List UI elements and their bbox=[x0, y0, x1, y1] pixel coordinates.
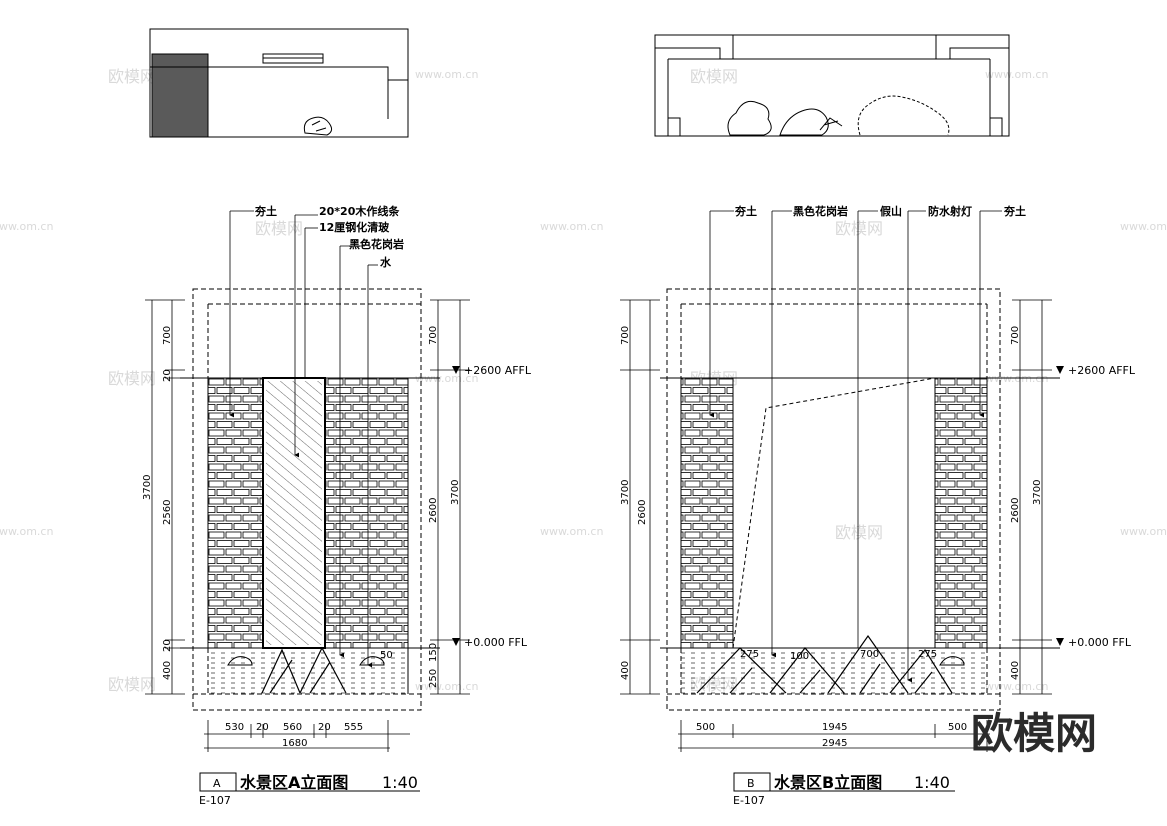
watermark-layer: 欧模网 www.om.cn 欧模网 www.om.cn www.om.cn 欧模… bbox=[0, 67, 1167, 694]
badge-sheet-b: E-107 bbox=[733, 794, 765, 807]
watermark-logo: 欧模网 bbox=[255, 219, 303, 238]
dim-upper-gap: 20 bbox=[162, 369, 173, 382]
watermark-url: www.om.cn bbox=[0, 525, 53, 538]
dim-b-top: 700 bbox=[620, 326, 631, 345]
watermark-logo: 欧模网 bbox=[835, 523, 883, 542]
callout-b-2: 假山 bbox=[880, 204, 902, 218]
callout-b-3: 防水射灯 bbox=[928, 204, 972, 218]
watermark-logo: 欧模网 bbox=[108, 67, 156, 86]
base-label-1: 100 bbox=[790, 651, 809, 662]
key-plan-a bbox=[149, 28, 409, 138]
watermark-url: www.om.cn bbox=[985, 680, 1048, 693]
watermark-url: www.om.cn bbox=[415, 372, 478, 385]
badge-letter-a: A bbox=[213, 777, 221, 790]
callout-a-1: 20*20木作线条 bbox=[319, 204, 400, 218]
scale-b: 1:40 bbox=[914, 773, 950, 792]
elevation-b bbox=[660, 288, 1060, 711]
dim-b-middle: 2600 bbox=[637, 500, 648, 525]
dim-r-base-b: 250 bbox=[428, 669, 439, 688]
dim-lower-gap: 20 bbox=[162, 639, 173, 652]
watermark-url: www.om.cn bbox=[415, 680, 478, 693]
callout-a-3: 黑色花岗岩 bbox=[349, 237, 404, 251]
title-a: 水景区A立面图 bbox=[240, 773, 348, 792]
callout-b-4: 夯土 bbox=[1003, 204, 1026, 218]
watermark-url: www.om.cn bbox=[415, 68, 478, 81]
dim-r-overall: 3700 bbox=[450, 480, 461, 505]
badge-letter-b: B bbox=[747, 777, 755, 790]
dim-b-r-top: 700 bbox=[1010, 326, 1021, 345]
scale-a: 1:40 bbox=[382, 773, 418, 792]
elevation-a-dims bbox=[145, 299, 470, 752]
base-label-2: 700 bbox=[860, 649, 879, 660]
elevation-a-dim-labels: 3700 700 20 2560 20 400 700 2600 3700 15… bbox=[142, 326, 461, 749]
watermark-url: www.om.cn bbox=[985, 68, 1048, 81]
base-label-0: 275 bbox=[740, 649, 759, 660]
dim-b-b1: 1945 bbox=[822, 722, 847, 733]
elevation-b-dims bbox=[620, 299, 1052, 752]
watermark-url: www.om.cn bbox=[540, 525, 603, 538]
dim-ledge: 50 bbox=[380, 650, 393, 661]
dim-r-top: 700 bbox=[428, 326, 439, 345]
dim-b-r-base: 400 bbox=[1010, 661, 1021, 680]
watermark-url: www.om.cn bbox=[540, 220, 603, 233]
callout-b-0: 夯土 bbox=[734, 204, 757, 218]
watermark-logo: 欧模网 bbox=[690, 67, 738, 86]
dim-middle: 2560 bbox=[162, 500, 173, 525]
dim-total: 1680 bbox=[282, 738, 307, 749]
title-b: 水景区B立面图 bbox=[774, 773, 882, 792]
badge-sheet-a: E-107 bbox=[199, 794, 231, 807]
dim-r-middle: 2600 bbox=[428, 498, 439, 523]
watermark-logo: 欧模网 bbox=[108, 675, 156, 694]
dim-r-base-a: 150 bbox=[428, 643, 439, 662]
elevation-b-dim-labels: 3700 700 2600 400 700 2600 3700 400 500 … bbox=[620, 326, 1043, 749]
level-top: +2600 AFFL bbox=[464, 364, 532, 377]
dim-b1: 20 bbox=[256, 722, 269, 733]
watermark-logo: 欧模网 bbox=[108, 369, 156, 388]
elevation-a-callouts bbox=[229, 210, 378, 668]
level-top-b: +2600 AFFL bbox=[1068, 364, 1136, 377]
dim-b2: 560 bbox=[283, 722, 302, 733]
watermark-url: www.om.cn bbox=[1120, 525, 1167, 538]
elevation-b-levels: +2600 AFFL +0.000 FFL bbox=[1056, 364, 1136, 649]
callout-a-0: 夯土 bbox=[254, 204, 277, 218]
elevation-a-levels: +2600 AFFL +0.000 FFL bbox=[452, 364, 532, 649]
level-floor: +0.000 FFL bbox=[464, 636, 528, 649]
elevation-b-title: B E-107 水景区B立面图 1:40 bbox=[733, 772, 955, 807]
dim-b-total: 2945 bbox=[822, 738, 847, 749]
level-floor-b: +0.000 FFL bbox=[1068, 636, 1132, 649]
dim-b-outer: 3700 bbox=[620, 480, 631, 505]
base-label-3: 275 bbox=[918, 649, 937, 660]
callout-a-4: 水 bbox=[380, 255, 392, 269]
watermark-logo: 欧模网 bbox=[835, 219, 883, 238]
elevation-a-title: A E-107 水景区A立面图 1:40 bbox=[199, 772, 420, 807]
dim-b-base: 400 bbox=[620, 661, 631, 680]
dim-outer: 3700 bbox=[142, 475, 153, 500]
dim-b-b2: 500 bbox=[948, 722, 967, 733]
dim-b3: 20 bbox=[318, 722, 331, 733]
dim-b4: 555 bbox=[344, 722, 363, 733]
dim-b-r-middle: 2600 bbox=[1010, 498, 1021, 523]
dim-top: 700 bbox=[162, 326, 173, 345]
watermark-url: www.om.cn bbox=[1120, 220, 1167, 233]
elevation-b-callouts bbox=[709, 210, 1002, 683]
dim-b0: 530 bbox=[225, 722, 244, 733]
key-plan-b bbox=[654, 34, 1010, 137]
dim-b-b0: 500 bbox=[696, 722, 715, 733]
dim-base: 400 bbox=[162, 661, 173, 680]
callout-a-2: 12厘钢化清玻 bbox=[319, 220, 390, 234]
brand-logo: 欧模网 bbox=[970, 709, 1097, 758]
dim-b-r-overall: 3700 bbox=[1032, 480, 1043, 505]
watermark-url: www.om.cn bbox=[0, 220, 53, 233]
elevation-a bbox=[180, 288, 440, 711]
callout-b-1: 黑色花岗岩 bbox=[793, 204, 848, 218]
